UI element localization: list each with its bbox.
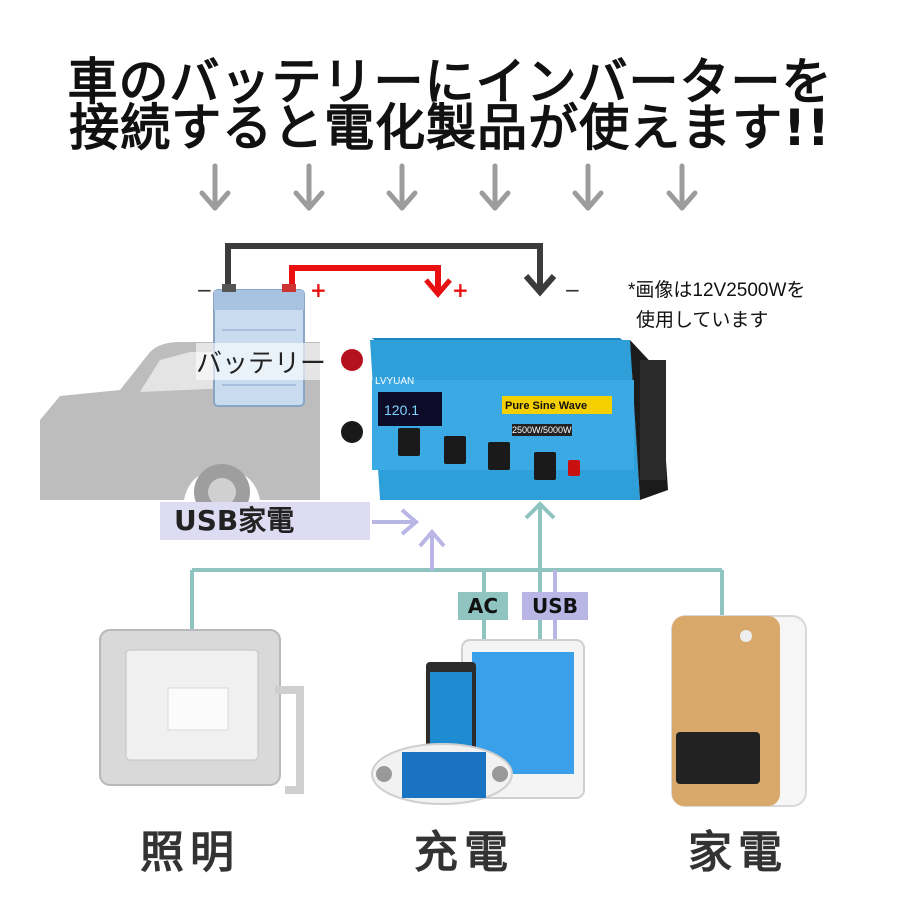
battery-plus-sign: + — [310, 278, 327, 302]
note-line-1: *画像は12V2500Wを — [628, 280, 806, 301]
usb-appliance-label: USB家電 — [160, 502, 370, 540]
inverter-plus-sign: + — [452, 278, 469, 302]
note-line-2: 使用しています — [636, 310, 769, 331]
usb-tag: USB — [522, 592, 588, 620]
negative-wire — [225, 243, 543, 292]
down-arrow-icon — [666, 163, 698, 211]
ac-tag: AC — [458, 592, 508, 620]
down-arrow-icon — [572, 163, 604, 211]
inverter-display: 120.1 — [384, 402, 419, 418]
battery-label: バッテリー — [196, 343, 327, 380]
headline-line-1: 車のバッテリーにインバーターを — [67, 53, 833, 111]
inverter-minus-sign: − — [564, 278, 581, 302]
headline-line-2: 接続すると電化製品が使えます!! — [69, 99, 831, 157]
battery-minus-sign: − — [196, 278, 213, 302]
devices-illustration — [371, 639, 585, 805]
caption-lighting: 照明 — [140, 827, 240, 878]
down-arrow-icon — [293, 163, 325, 211]
down-arrow-icon — [479, 163, 511, 211]
down-arrow-icon — [199, 163, 231, 211]
caption-charging: 充電 — [414, 827, 514, 878]
inverter-illustration — [341, 338, 668, 500]
inverter-brand: LVYUAN — [375, 376, 414, 387]
inverter-banner: Pure Sine Wave — [505, 400, 587, 412]
inverter-rating: 2500W/5000W — [512, 425, 572, 435]
caption-appliance: 家電 — [688, 827, 788, 878]
heater-illustration — [671, 615, 807, 807]
floodlight-illustration — [99, 629, 304, 794]
down-arrow-icon — [386, 163, 418, 211]
note-text: *画像は12V2500Wを 使用しています — [628, 276, 805, 336]
